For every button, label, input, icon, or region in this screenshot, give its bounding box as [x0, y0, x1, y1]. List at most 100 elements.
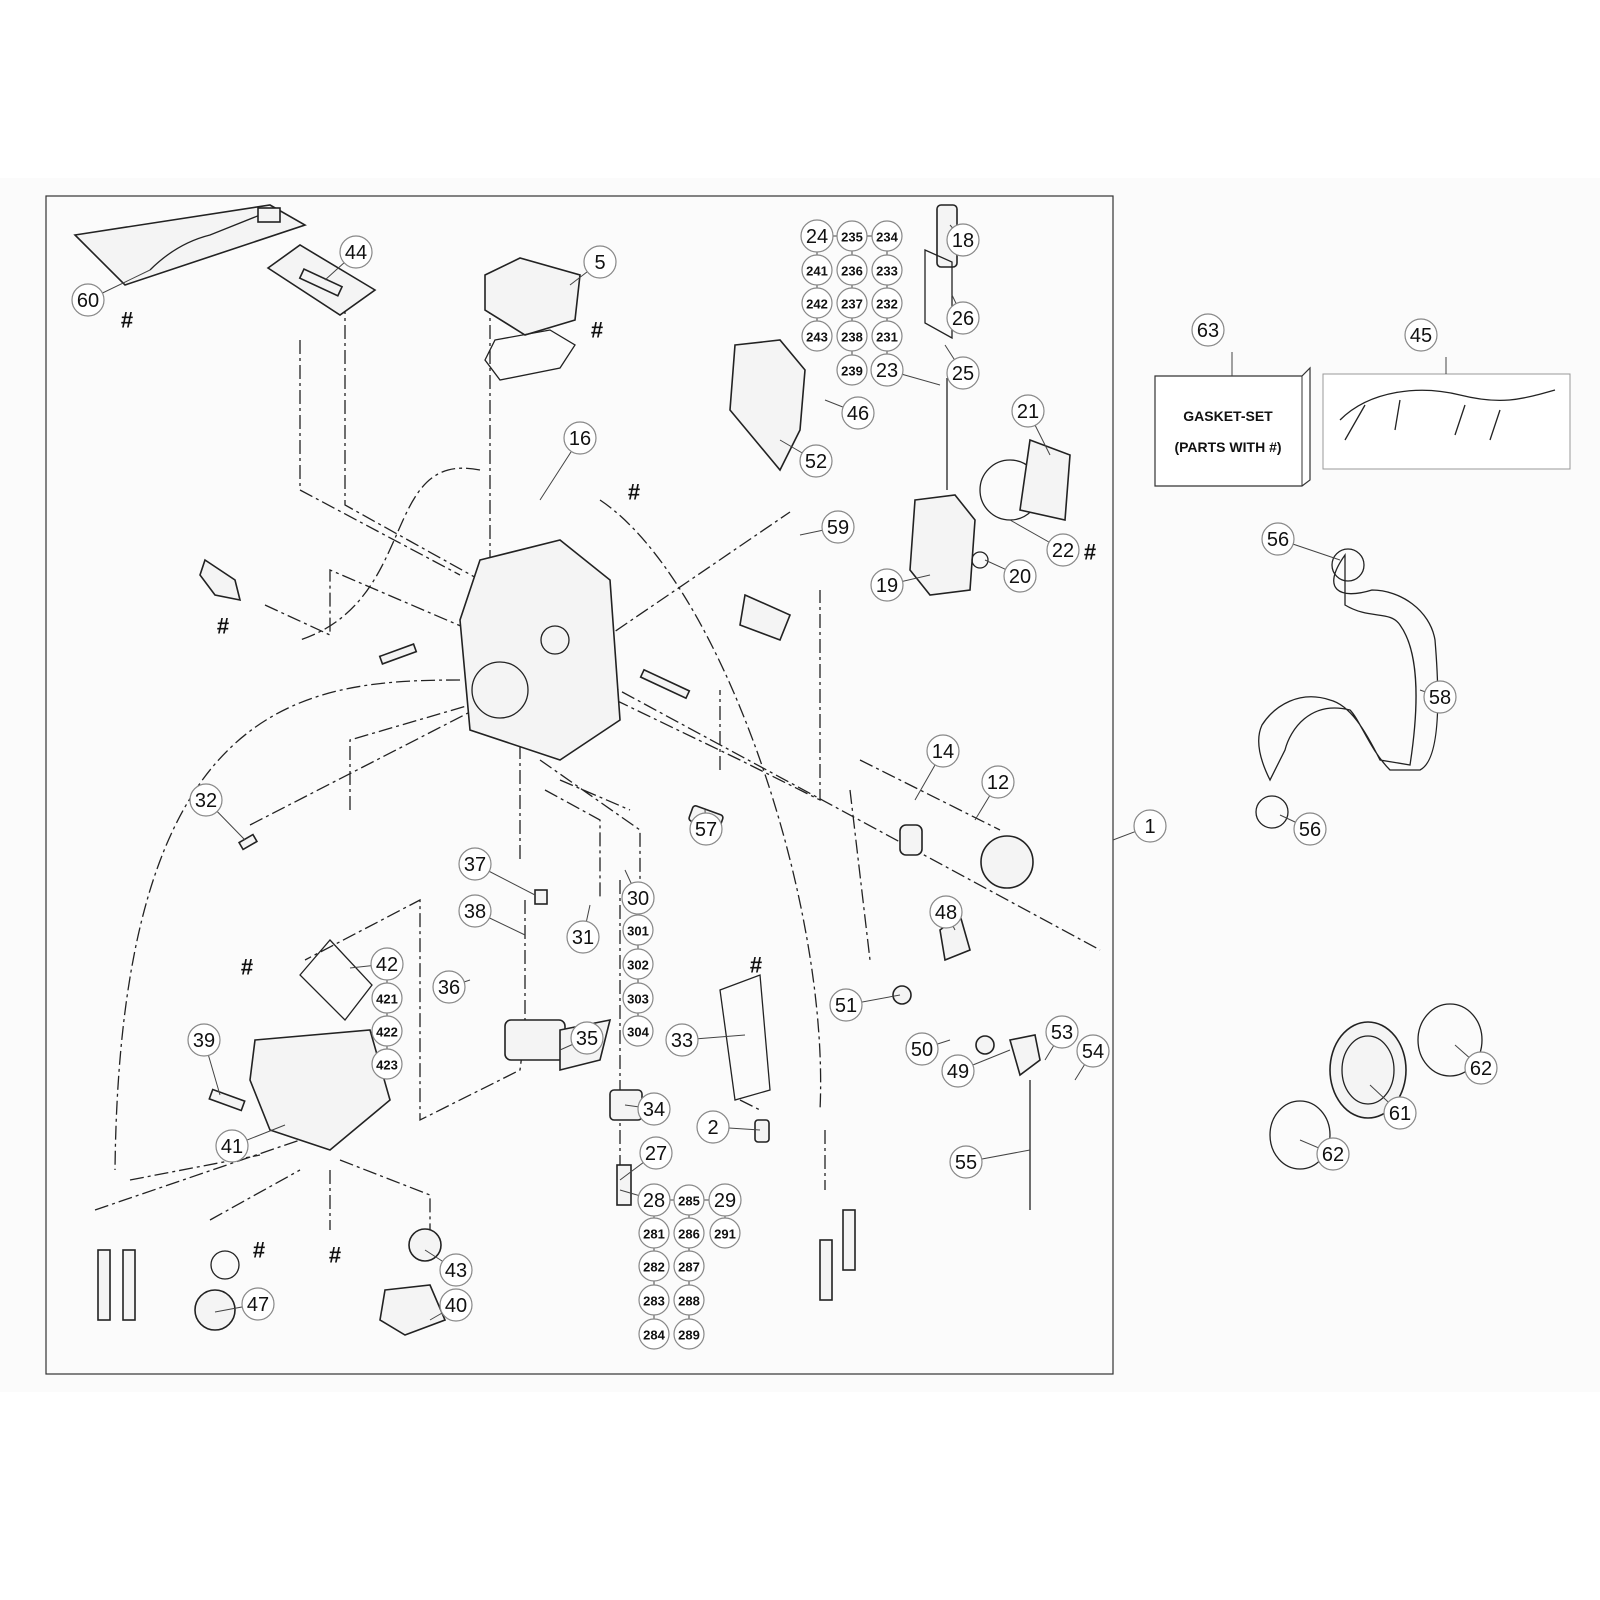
callout-289: 289: [673, 1318, 705, 1350]
callout-34: 34: [637, 1092, 671, 1126]
callout-61: 61: [1383, 1096, 1417, 1130]
svg-text:421: 421: [376, 992, 398, 1007]
gasket-hash-marker: #: [750, 953, 762, 978]
svg-text:23: 23: [876, 360, 898, 382]
gasket-hash-marker: #: [329, 1243, 341, 1268]
svg-text:291: 291: [714, 1227, 736, 1242]
callout-422: 422: [371, 1015, 403, 1047]
callout-22: 22: [1046, 533, 1080, 567]
gasket-hash-marker: #: [628, 480, 640, 505]
svg-text:239: 239: [841, 364, 863, 379]
callout-281: 281: [638, 1217, 670, 1249]
callout-421: 421: [371, 982, 403, 1014]
callout-23: 23: [870, 353, 904, 387]
svg-text:232: 232: [876, 297, 898, 312]
svg-text:289: 289: [678, 1328, 700, 1343]
callout-302: 302: [622, 948, 654, 980]
dash-lines: [94, 300, 1101, 1250]
svg-text:20: 20: [1009, 566, 1031, 588]
svg-text:235: 235: [841, 230, 863, 245]
callout-48: 48: [929, 895, 963, 929]
svg-text:31: 31: [572, 927, 594, 949]
svg-text:287: 287: [678, 1260, 700, 1275]
callout-55: 55: [949, 1145, 983, 1179]
svg-text:58: 58: [1429, 687, 1451, 709]
gasket-hash-marker: #: [591, 318, 603, 343]
callout-282: 282: [638, 1250, 670, 1282]
callout-12: 12: [981, 765, 1015, 799]
svg-text:47: 47: [247, 1294, 269, 1316]
gasket-hash-marker: #: [1084, 540, 1096, 565]
callout-54: 54: [1076, 1034, 1110, 1068]
callout-32: 32: [189, 783, 223, 817]
svg-text:286: 286: [678, 1227, 700, 1242]
svg-text:238: 238: [841, 330, 863, 345]
gasket-set-label: GASKET-SET: [1183, 408, 1273, 424]
svg-text:52: 52: [805, 451, 827, 473]
svg-text:28: 28: [643, 1190, 665, 1212]
gasket-set-box: GASKET-SET (PARTS WITH #): [1154, 352, 1311, 487]
svg-text:56: 56: [1299, 819, 1321, 841]
gasket-hash-marker: #: [217, 614, 229, 639]
svg-text:1: 1: [1144, 816, 1155, 838]
svg-text:231: 231: [876, 330, 898, 345]
svg-text:38: 38: [464, 901, 486, 923]
svg-text:61: 61: [1389, 1103, 1411, 1125]
svg-text:288: 288: [678, 1294, 700, 1309]
svg-text:21: 21: [1017, 401, 1039, 423]
callout-36: 36: [432, 970, 466, 1004]
callout-287: 287: [673, 1250, 705, 1282]
svg-text:14: 14: [932, 741, 954, 763]
svg-text:2: 2: [707, 1117, 718, 1139]
svg-text:25: 25: [952, 363, 974, 385]
callout-35: 35: [570, 1021, 604, 1055]
svg-text:422: 422: [376, 1025, 398, 1040]
callout-239: 239: [836, 354, 868, 386]
svg-text:301: 301: [627, 924, 649, 939]
callout-59: 59: [821, 510, 855, 544]
callout-16: 16: [563, 421, 597, 455]
svg-text:233: 233: [876, 264, 898, 279]
callout-288: 288: [673, 1284, 705, 1316]
svg-text:48: 48: [935, 902, 957, 924]
callout-51: 51: [829, 988, 863, 1022]
svg-text:241: 241: [806, 264, 828, 279]
callout-234: 234: [871, 220, 903, 252]
svg-text:44: 44: [345, 242, 367, 264]
svg-text:237: 237: [841, 297, 863, 312]
callout-30: 30: [621, 881, 655, 915]
svg-text:59: 59: [827, 517, 849, 539]
svg-text:51: 51: [835, 995, 857, 1017]
svg-text:41: 41: [221, 1136, 243, 1158]
svg-text:49: 49: [947, 1061, 969, 1083]
svg-text:62: 62: [1322, 1144, 1344, 1166]
callout-40: 40: [439, 1288, 473, 1322]
callout-242: 242: [801, 287, 833, 319]
callout-304: 304: [622, 1015, 654, 1047]
callout-243: 243: [801, 320, 833, 352]
svg-text:16: 16: [569, 428, 591, 450]
svg-text:62: 62: [1470, 1058, 1492, 1080]
svg-text:30: 30: [627, 888, 649, 910]
svg-text:423: 423: [376, 1058, 398, 1073]
callout-231: 231: [871, 320, 903, 352]
callout-303: 303: [622, 982, 654, 1014]
callout-25: 25: [946, 356, 980, 390]
svg-text:304: 304: [627, 1025, 649, 1040]
svg-text:29: 29: [714, 1190, 736, 1212]
svg-text:236: 236: [841, 264, 863, 279]
svg-text:63: 63: [1197, 320, 1219, 342]
svg-text:5: 5: [594, 252, 605, 274]
callout-241: 241: [801, 254, 833, 286]
svg-text:34: 34: [643, 1099, 665, 1121]
svg-text:50: 50: [911, 1039, 933, 1061]
callout-237: 237: [836, 287, 868, 319]
callout-2: 2: [696, 1110, 730, 1144]
svg-text:53: 53: [1051, 1022, 1073, 1044]
callout-62: 62: [1316, 1137, 1350, 1171]
gasket-hash-marker: #: [241, 955, 253, 980]
callout-42: 42: [370, 947, 404, 981]
callout-236: 236: [836, 254, 868, 286]
